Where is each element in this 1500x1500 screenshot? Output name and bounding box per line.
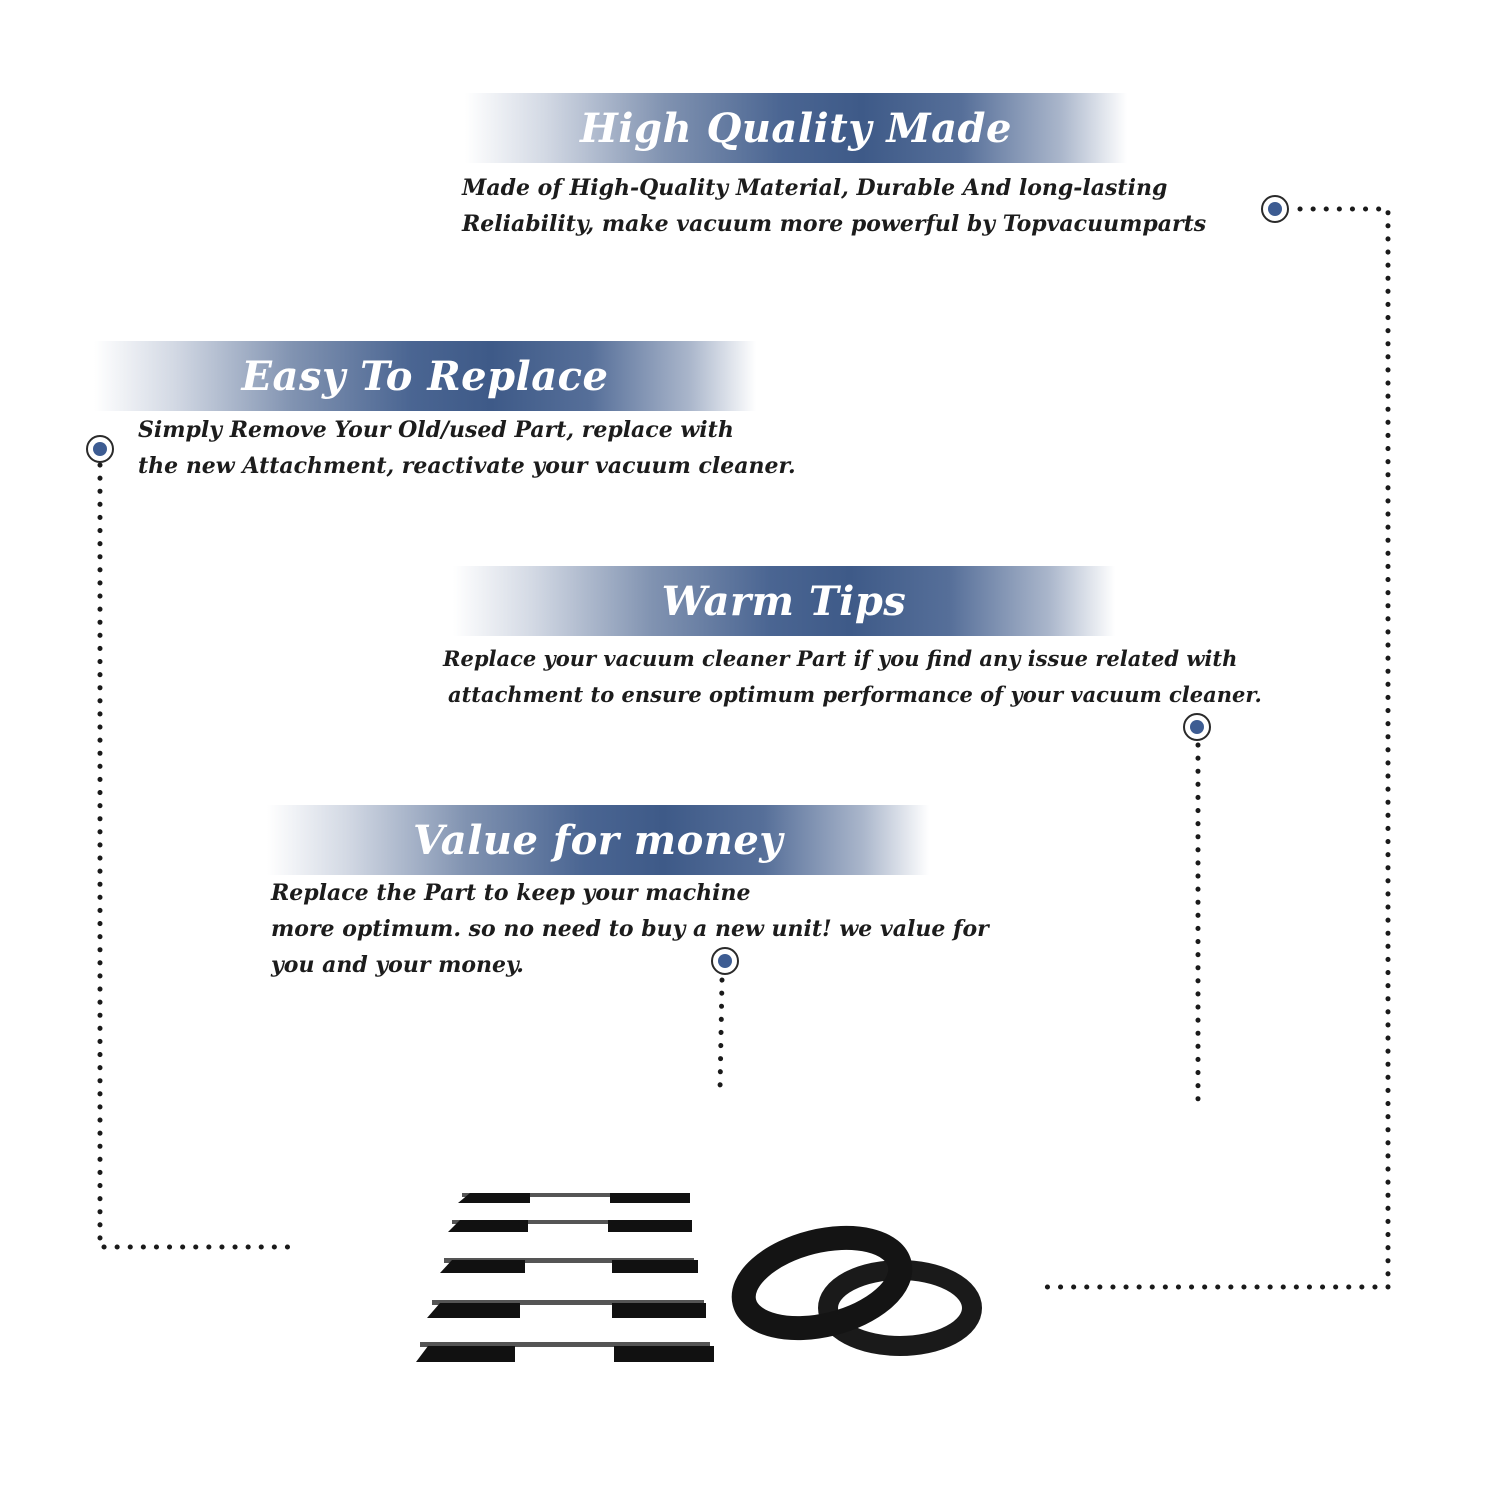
- section-desc-warm-tips: Replace your vacuum cleaner Part if you …: [443, 641, 1262, 713]
- desc-line: the new Attachment, reactivate your vacu…: [138, 453, 796, 479]
- banner-easy-replace: Easy To Replace: [94, 341, 756, 411]
- section-title-easy-replace: Easy To Replace: [241, 352, 609, 400]
- desc-line: more optimum. so no need to buy a new un…: [271, 916, 989, 942]
- brush-strip-icon: [416, 1193, 714, 1362]
- banner-value-money: Value for money: [267, 805, 929, 875]
- section-desc-easy-replace: Simply Remove Your Old/used Part, replac…: [138, 412, 796, 484]
- bullet-marker-icon: [711, 947, 739, 975]
- desc-line: Simply Remove Your Old/used Part, replac…: [138, 417, 734, 443]
- section-title-warm-tips: Warm Tips: [661, 577, 907, 625]
- drive-belt-icon: [731, 1225, 982, 1356]
- desc-line: Reliability, make vacuum more powerful b…: [462, 211, 1207, 237]
- desc-line: you and your money.: [271, 952, 524, 978]
- desc-line: Replace your vacuum cleaner Part if you …: [443, 646, 1238, 671]
- section-title-high-quality: High Quality Made: [580, 104, 1012, 152]
- desc-line: Made of High-Quality Material, Durable A…: [462, 175, 1168, 201]
- bullet-marker-icon: [1261, 195, 1289, 223]
- section-title-value-money: Value for money: [412, 816, 784, 864]
- desc-line: attachment to ensure optimum performance…: [448, 682, 1262, 707]
- section-desc-value-money: Replace the Part to keep your machine mo…: [271, 875, 989, 983]
- desc-line: Replace the Part to keep your machine: [271, 880, 751, 906]
- connector-value: [717, 977, 725, 1093]
- banner-high-quality: High Quality Made: [465, 93, 1127, 163]
- banner-warm-tips: Warm Tips: [453, 566, 1115, 636]
- connector-high-quality: [1037, 206, 1391, 1290]
- connector-easy-replace: [97, 462, 298, 1250]
- section-desc-high-quality: Made of High-Quality Material, Durable A…: [462, 170, 1206, 242]
- bullet-marker-icon: [86, 435, 114, 463]
- bullet-marker-icon: [1183, 713, 1211, 741]
